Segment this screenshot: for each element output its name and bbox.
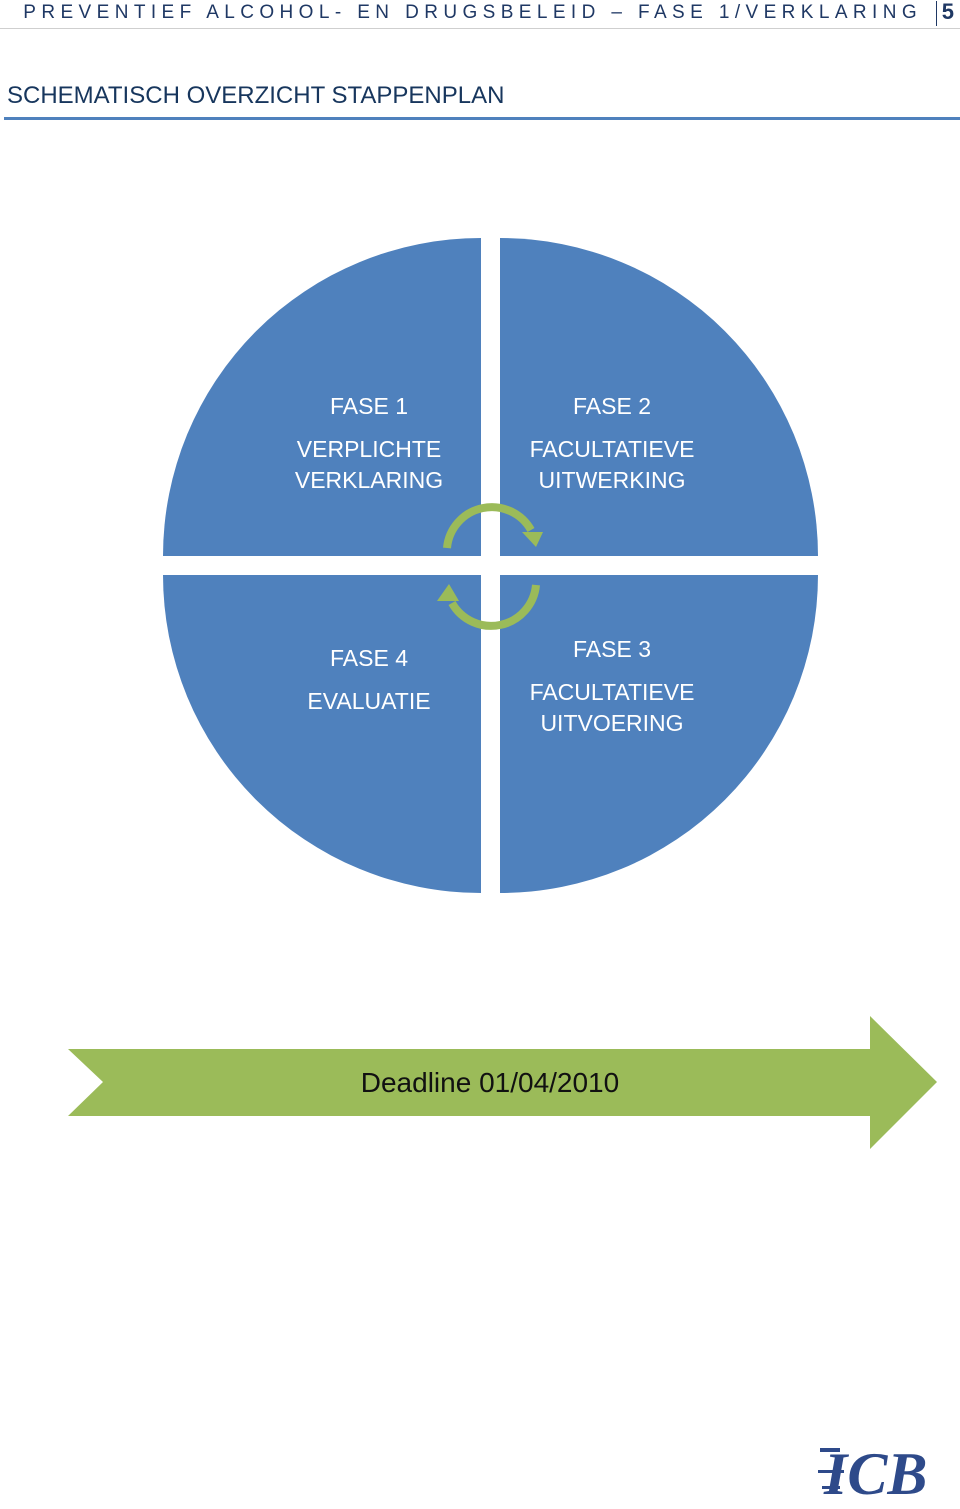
fase-3-label: FASE 3 [573,636,651,662]
logo-text: ICB [823,1441,927,1502]
deadline-label: Deadline 01/04/2010 [361,1067,619,1098]
cycle-arrow-top [443,503,543,549]
fase-2-desc-line-1: FACULTATIEVE [530,436,695,462]
quadrant-fase-2 [500,238,818,556]
running-header: PREVENTIEF ALCOHOL- EN DRUGSBELEID – FAS… [0,0,960,29]
page-number: 5 [941,0,954,24]
fase-3-desc-line-2: UITVOERING [540,710,683,736]
running-header-title: PREVENTIEF ALCOHOL- EN DRUGSBELEID – FAS… [23,2,922,23]
quadrant-fase-4 [163,575,481,893]
fase-1-desc-line-2: VERKLARING [295,467,443,493]
phase-cycle-diagram: FASE 1 VERPLICHTE VERKLARING FASE 2 FACU… [68,238,937,1149]
icb-logo: ICB [818,1441,927,1502]
fase-2-label: FASE 2 [573,393,651,419]
fase-4-desc-line-1: EVALUATIE [307,688,430,714]
quadrant-fase-3 [500,575,818,893]
deadline-arrow [68,1016,937,1149]
fase-1-label: FASE 1 [330,393,408,419]
fase-2-desc-line-2: UITWERKING [539,467,686,493]
section-title: SCHEMATISCH OVERZICHT STAPPENPLAN [7,82,505,109]
quadrant-fase-1 [163,238,481,556]
fase-3-desc-line-1: FACULTATIEVE [530,679,695,705]
title-rule [4,117,960,120]
fase-4-label: FASE 4 [330,645,408,671]
header-separator [936,1,937,26]
cycle-arrow-bottom [437,584,540,630]
fase-1-desc-line-1: VERPLICHTE [297,436,441,462]
